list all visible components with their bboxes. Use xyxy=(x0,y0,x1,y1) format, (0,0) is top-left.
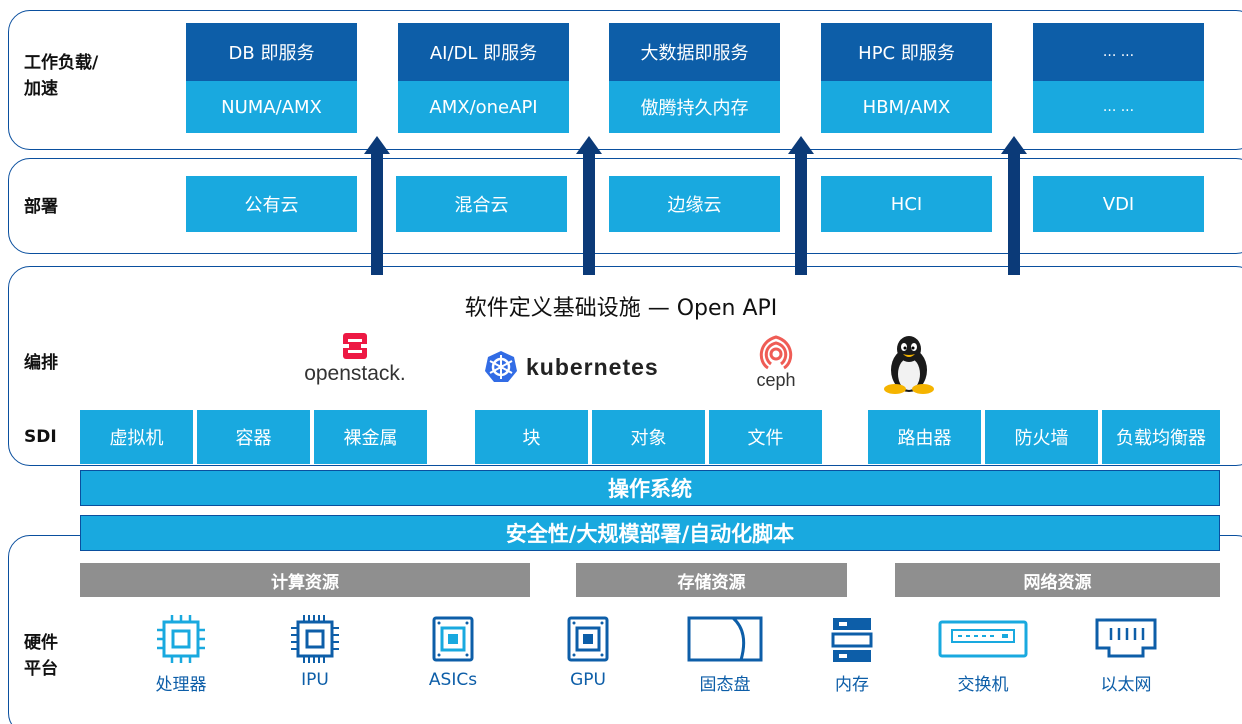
hardware-asics: ASICs xyxy=(398,612,508,690)
sdi-item-load-balancer: 负载均衡器 xyxy=(1102,410,1220,464)
hardware-memory-label: 内存 xyxy=(835,675,869,695)
openstack-icon xyxy=(343,333,367,359)
hardware-switch-label: 交换机 xyxy=(957,675,1009,695)
orchestrate-label: 编排 xyxy=(24,353,58,373)
cpu-icon xyxy=(157,615,205,663)
ipu-icon xyxy=(291,615,339,663)
workload-accel-db: NUMA/AMX xyxy=(186,81,357,133)
ethernet-icon xyxy=(1095,618,1157,658)
kubernetes-icon xyxy=(485,351,517,382)
sdi-item-object: 对象 xyxy=(592,410,705,464)
openstack-wordmark: openstack. xyxy=(304,362,406,385)
hardware-memory: 内存 xyxy=(797,612,907,695)
os-bar: 操作系统 xyxy=(80,470,1220,506)
up-arrow-4 xyxy=(1001,136,1027,275)
sdi-title: 软件定义基础设施 — Open API xyxy=(464,296,778,321)
security-bar: 安全性/大规模部署/自动化脚本 xyxy=(80,515,1220,551)
deploy-hci: HCI xyxy=(821,176,992,232)
hardware-ethernet: 以太网 xyxy=(1071,612,1181,695)
tux-penguin-icon xyxy=(884,336,934,394)
kubernetes-logo: kubernetes xyxy=(484,350,659,384)
workload-accel-more: ... ... xyxy=(1033,81,1204,133)
network-resources: 网络资源 xyxy=(895,563,1220,597)
up-arrow-1 xyxy=(364,136,390,275)
workload-label: 工作负载/ 加速 xyxy=(24,53,99,99)
linux-logo xyxy=(880,334,938,398)
workload-accel-hpc: HBM/AMX xyxy=(821,81,992,133)
storage-resources: 存储资源 xyxy=(576,563,847,597)
deploy-hybrid-cloud: 混合云 xyxy=(396,176,567,232)
hardware-gpu: GPU xyxy=(533,612,643,690)
up-arrow-2 xyxy=(576,136,602,275)
deploy-public-cloud: 公有云 xyxy=(186,176,357,232)
hardware-ethernet-label: 以太网 xyxy=(1100,675,1152,695)
openstack-logo: openstack. xyxy=(290,332,420,386)
up-arrow-3 xyxy=(788,136,814,275)
kubernetes-wordmark: kubernetes xyxy=(526,353,659,380)
hardware-label: 硬件 平台 xyxy=(24,633,58,679)
hardware-cpu: 处理器 xyxy=(126,612,236,695)
memory-icon xyxy=(831,618,873,662)
sdi-item-container: 容器 xyxy=(197,410,310,464)
ceph-wordmark: ceph xyxy=(756,370,796,390)
asic-icon xyxy=(432,616,474,662)
gpu-icon xyxy=(567,616,609,662)
hardware-cpu-label: 处理器 xyxy=(155,675,207,695)
hardware-ipu: IPU xyxy=(260,612,370,690)
switch-icon xyxy=(938,620,1028,658)
workload-service-hpc: HPC 即服务 xyxy=(821,23,992,81)
ceph-logo: ceph xyxy=(748,334,804,391)
workload-service-db: DB 即服务 xyxy=(186,23,357,81)
workload-accel-bigdata: 傲腾持久内存 xyxy=(609,81,780,133)
sdi-label: SDI xyxy=(24,427,57,447)
workload-service-ai: AI/DL 即服务 xyxy=(398,23,569,81)
hardware-ssd-label: 固态盘 xyxy=(699,675,751,695)
hardware-ipu-label: IPU xyxy=(301,670,329,690)
sdi-item-vm: 虚拟机 xyxy=(80,410,193,464)
sdi-item-bare-metal: 裸金属 xyxy=(314,410,427,464)
sdi-item-block: 块 xyxy=(475,410,588,464)
sdi-item-firewall: 防火墙 xyxy=(985,410,1098,464)
hardware-gpu-label: GPU xyxy=(570,670,606,690)
ssd-icon xyxy=(687,616,763,662)
sdi-item-router: 路由器 xyxy=(868,410,981,464)
hardware-asics-label: ASICs xyxy=(428,670,478,690)
deploy-label: 部署 xyxy=(24,197,58,217)
workload-service-bigdata: 大数据即服务 xyxy=(609,23,780,81)
hardware-ssd: 固态盘 xyxy=(670,612,780,695)
compute-resources: 计算资源 xyxy=(80,563,530,597)
sdi-item-file: 文件 xyxy=(709,410,822,464)
deploy-vdi: VDI xyxy=(1033,176,1204,232)
deploy-edge-cloud: 边缘云 xyxy=(609,176,780,232)
workload-accel-ai: AMX/oneAPI xyxy=(398,81,569,133)
hardware-switch: 交换机 xyxy=(928,612,1038,695)
ceph-icon xyxy=(759,335,793,370)
workload-service-more: ... ... xyxy=(1033,23,1204,81)
